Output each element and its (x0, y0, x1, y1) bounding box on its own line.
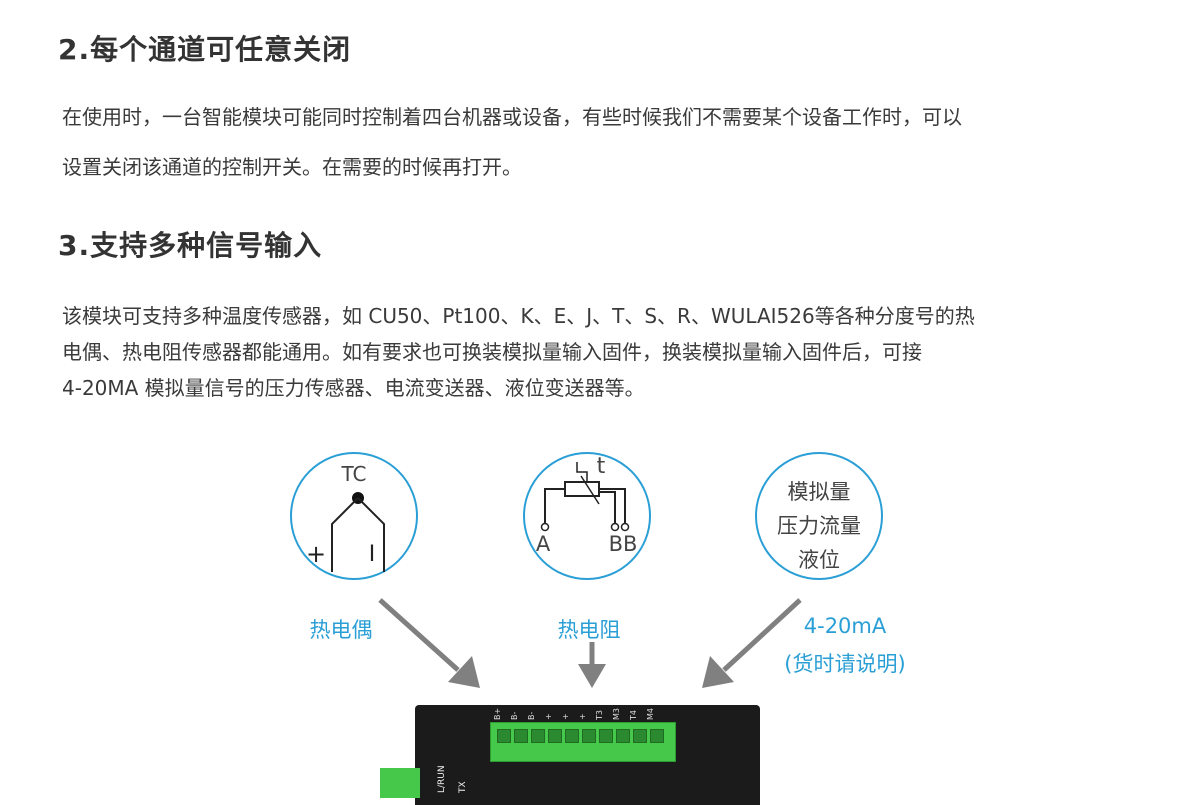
pin-label: + (544, 713, 553, 720)
section3-line: 4-20MA 模拟量信号的压力传感器、电流变送器、液位变送器等。 (62, 376, 645, 400)
terminal-pin (514, 729, 528, 743)
section3-line: 电偶、热电阻传感器都能通用。如有要求也可换装模拟量输入固件，换装模拟量输入固件后… (62, 340, 922, 364)
section3-title: 3.支持多种信号输入 (58, 229, 323, 262)
thermocouple-label: 热电偶 (309, 618, 373, 642)
section2-line: 设置关闭该通道的控制开关。在需要的时候再打开。 (62, 155, 522, 179)
terminal-a: A (535, 532, 551, 556)
terminal-pin (650, 729, 664, 743)
terminal-pin (497, 729, 511, 743)
pin-label: B+ (493, 707, 502, 720)
terminal-pin (565, 729, 579, 743)
terminal-pin (531, 729, 545, 743)
section3-body: 该模块可支持多种温度传感器，如 CU50、Pt100、K、E、J、T、S、R、W… (62, 298, 1152, 406)
terminal-pin (548, 729, 562, 743)
terminal-pin (582, 729, 596, 743)
terminal-bb: BB (608, 532, 638, 556)
resistor-icon (540, 462, 630, 532)
arrow-left-icon (378, 598, 460, 672)
analog-note: (货时请说明) (784, 652, 906, 676)
pin-label: T4 (629, 710, 638, 720)
side-label-run: L/RUN (437, 765, 447, 793)
side-label-tx: TX (458, 781, 468, 793)
arrow-right-icon (722, 598, 802, 672)
rtd-label: 热电阻 (557, 618, 621, 642)
section2-body: 在使用时，一台智能模块可能同时控制着四台机器或设备，有些时候我们不需要某个设备工… (62, 92, 1152, 192)
pin-label: T3 (595, 710, 604, 720)
analog-label: 4-20mA (803, 614, 887, 638)
side-connector (380, 768, 420, 798)
section2-title: 2.每个通道可任意关闭 (58, 33, 352, 66)
rtd-t-text: t (596, 454, 606, 479)
plus-sign: + (305, 540, 327, 568)
tc-text: TC (341, 462, 367, 486)
rtd-symbol: t A BB (523, 452, 651, 580)
section2-line: 在使用时，一台智能模块可能同时控制着四台机器或设备，有些时候我们不需要某个设备工… (62, 105, 962, 129)
analog-line-2: 压力流量 (777, 514, 861, 538)
minus-sign: I (368, 542, 376, 567)
analog-line-1: 模拟量 (787, 480, 851, 504)
analog-symbol: 模拟量 压力流量 液位 (755, 452, 883, 580)
pin-label: M4 (646, 708, 655, 720)
pin-label: B- (527, 711, 536, 720)
pin-label: B- (510, 711, 519, 720)
terminal-pin (633, 729, 647, 743)
terminal-pin (599, 729, 613, 743)
terminal-block (490, 722, 676, 762)
analog-line-3: 液位 (798, 548, 840, 572)
pin-label: + (561, 713, 570, 720)
terminal-pin (616, 729, 630, 743)
pin-label: + (578, 713, 587, 720)
section3-line: 该模块可支持多种温度传感器，如 CU50、Pt100、K、E、J、T、S、R、W… (62, 304, 975, 328)
thermocouple-symbol: TC + I (290, 452, 418, 580)
thermocouple-icon (331, 492, 385, 572)
pin-label: M3 (612, 708, 621, 720)
